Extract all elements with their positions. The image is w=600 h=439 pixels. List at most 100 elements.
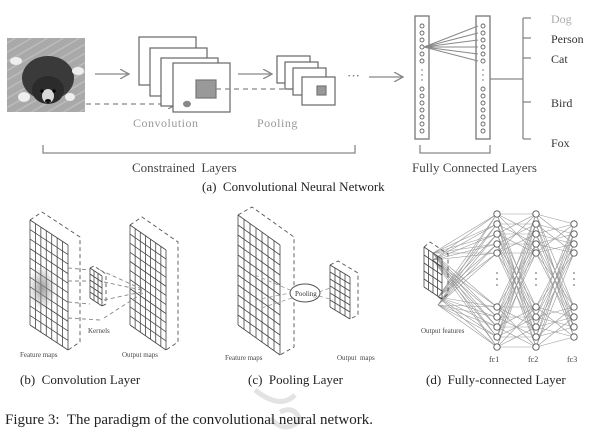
connection — [423, 39, 479, 48]
feature-maps-label-b: Feature maps — [20, 351, 58, 359]
connection — [432, 252, 498, 328]
connection — [437, 233, 498, 306]
fully-connected-label: Fully Connected Layers — [412, 160, 537, 175]
connection — [432, 252, 498, 318]
grid-line — [423, 246, 443, 260]
connection — [496, 213, 537, 254]
connection — [437, 304, 498, 348]
connection — [432, 259, 498, 308]
output-maps-label-c: Output maps — [337, 354, 375, 362]
grid-line — [89, 279, 103, 289]
grid-line — [129, 251, 167, 278]
back-layer-outline — [237, 206, 295, 356]
neuron — [493, 323, 501, 331]
grid-line — [129, 242, 167, 269]
neuron — [570, 323, 578, 331]
caption-b: (b) Convolution Layer — [20, 372, 141, 387]
grid-line — [329, 271, 351, 285]
neuron — [480, 100, 486, 106]
grid-line — [129, 233, 167, 260]
neuron — [532, 303, 540, 311]
grid-line — [237, 234, 281, 266]
output-map-grid — [129, 216, 179, 351]
ellipsis-dot — [482, 79, 484, 81]
grid-line — [423, 270, 443, 284]
neuron — [480, 114, 486, 120]
feature-maps-label-c: Feature maps — [225, 354, 263, 362]
pooling-operator-label: Pooling — [295, 290, 317, 298]
back-layer-outline — [423, 241, 449, 300]
neuron — [570, 249, 578, 257]
grid-line — [423, 286, 443, 300]
neuron — [480, 58, 486, 64]
grid-line — [89, 297, 103, 307]
caption-a: (a) Convolutional Neural Network — [202, 179, 385, 194]
neuron — [480, 107, 486, 113]
neuron — [480, 23, 486, 29]
neuron — [532, 249, 540, 257]
grid-line — [237, 254, 281, 286]
panel-c: Pooling Feature maps Output maps (c) Poo… — [225, 206, 375, 387]
panel-a: Convolution Pooling ··· — [7, 12, 584, 194]
ellipsis-dot — [421, 74, 423, 76]
grid-line — [129, 224, 167, 251]
connection — [535, 316, 575, 348]
connection — [535, 223, 575, 318]
back-layer-outline — [129, 216, 179, 351]
ellipsis-dot — [421, 79, 423, 81]
connection — [432, 233, 498, 261]
neuron — [532, 323, 540, 331]
neuron — [493, 220, 501, 228]
neuron — [570, 240, 578, 248]
neuron — [493, 249, 501, 257]
class-dog: Dog — [551, 12, 572, 26]
fc-dense-connections — [432, 213, 575, 348]
neuron — [419, 86, 425, 92]
puppy-image — [7, 38, 85, 112]
grid-line — [329, 306, 351, 320]
pooling-feature-maps — [276, 55, 336, 106]
connection — [423, 32, 479, 48]
feature-map-grid — [237, 206, 295, 356]
ellipsis-dot — [496, 278, 498, 280]
neuron — [532, 343, 540, 351]
convolution-label: Convolution — [133, 116, 199, 130]
class-cat: Cat — [551, 52, 568, 66]
connection — [432, 252, 498, 261]
connection — [432, 213, 498, 254]
output-maps-label-b: Output maps — [122, 351, 158, 359]
grid-line — [237, 304, 281, 336]
neuron — [570, 303, 578, 311]
ellipsis-dot — [482, 74, 484, 76]
connection — [437, 233, 498, 298]
grid-line — [237, 294, 281, 326]
connection — [432, 223, 498, 261]
grid-line — [129, 297, 167, 324]
connection — [432, 233, 498, 254]
neuron — [480, 93, 486, 99]
ellipsis-dot — [535, 278, 537, 280]
connection — [437, 304, 498, 338]
neuron — [532, 230, 540, 238]
grid-line — [329, 278, 351, 292]
neuron — [419, 93, 425, 99]
neuron — [419, 37, 425, 43]
ellipsis: ··· — [347, 68, 360, 83]
grid-line — [89, 291, 103, 301]
grid-line — [329, 299, 351, 313]
neuron — [419, 114, 425, 120]
fc-connections — [423, 25, 479, 62]
connection — [496, 213, 537, 235]
fc-column-2 — [475, 15, 491, 140]
connection — [535, 336, 575, 348]
connection — [432, 243, 498, 261]
neuron — [493, 313, 501, 321]
connection — [432, 252, 498, 338]
connection — [432, 252, 498, 348]
ellipsis-dot — [573, 284, 575, 286]
connection — [496, 306, 537, 348]
connection — [496, 223, 537, 245]
grid-line — [237, 314, 281, 346]
connection — [437, 296, 498, 328]
grid-line — [129, 315, 167, 342]
